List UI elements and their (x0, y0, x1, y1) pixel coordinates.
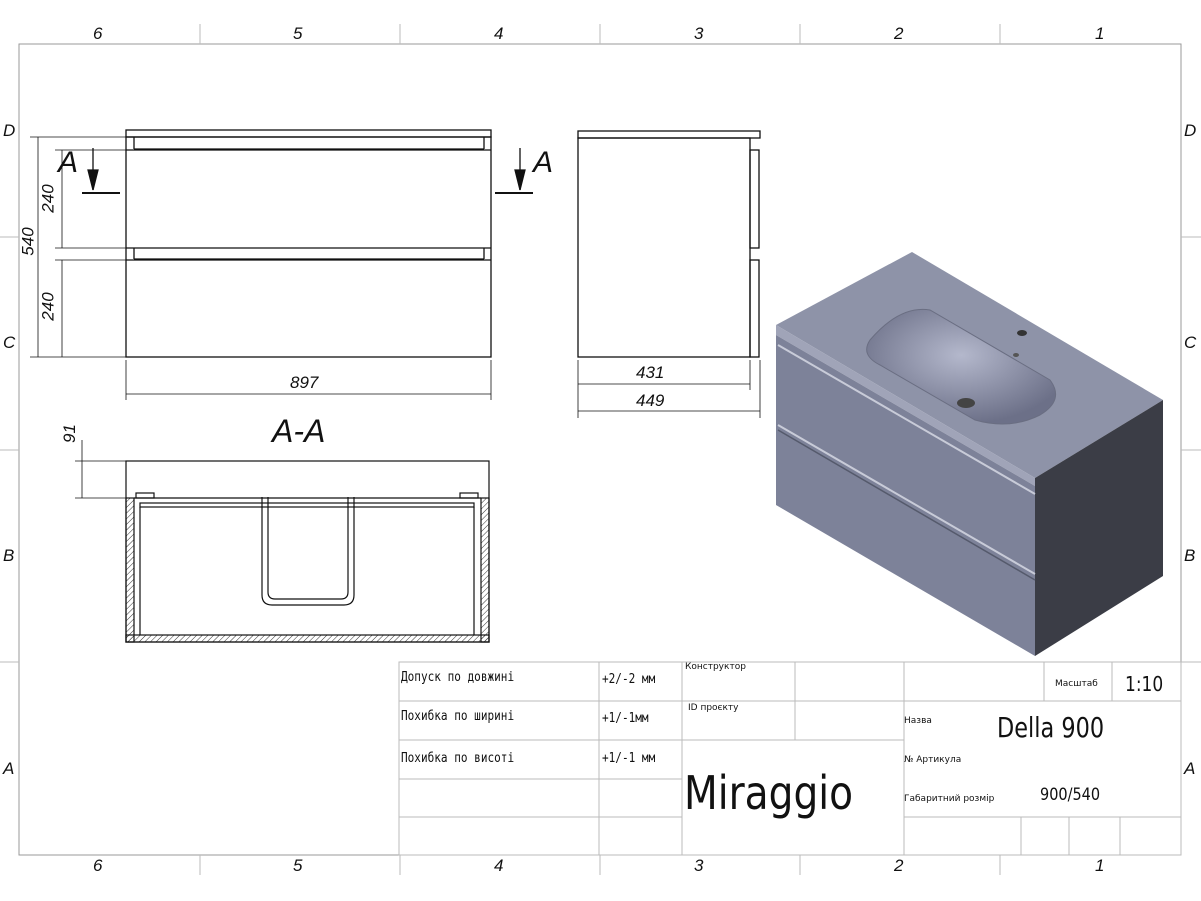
tolerance-width-value: +1/-1мм (602, 711, 649, 726)
dim-width: 897 (290, 373, 319, 392)
tolerance-height-label: Похибка по висоті (401, 751, 515, 766)
scale-label: Масштаб (1055, 679, 1098, 689)
tolerance-height-value: +1/-1 мм (602, 751, 656, 766)
size-value: 900/540 (1040, 785, 1101, 805)
dim-depth-inner: 431 (636, 363, 665, 382)
side-view (577, 130, 761, 418)
row-label: D (1184, 121, 1197, 140)
tolerance-length-value: +2/-2 мм (602, 672, 656, 687)
column-label: 1 (1095, 856, 1105, 875)
column-label: 3 (694, 856, 704, 875)
title-block-grid (398, 661, 1182, 856)
section-view (75, 440, 490, 643)
size-label: Габаритний розмір (904, 794, 995, 804)
brand-logo: Miraggio (684, 766, 854, 820)
column-label: 3 (694, 24, 704, 43)
dim-drawer-bottom: 240 (38, 292, 58, 321)
name-label: Назва (904, 716, 932, 726)
dim-height-total: 540 (18, 227, 38, 256)
column-label: 4 (494, 24, 504, 43)
section-marker-left: A (58, 146, 79, 179)
column-label: 4 (494, 856, 504, 875)
dim-drawer-top: 240 (38, 184, 58, 213)
row-label: C (1184, 333, 1197, 352)
row-label: A (1184, 759, 1196, 778)
row-label: B (3, 546, 15, 565)
column-label: 5 (293, 856, 303, 875)
section-title: A-A (272, 413, 326, 449)
column-label: 6 (93, 24, 103, 43)
column-label: 1 (1095, 24, 1105, 43)
row-label: A (3, 759, 15, 778)
name-value: Della 900 (997, 711, 1105, 744)
scale-value: 1:10 (1125, 672, 1164, 696)
column-label: 5 (293, 24, 303, 43)
row-label: C (3, 333, 16, 352)
tolerance-length-label: Допуск по довжині (401, 670, 515, 685)
dim-section-depth: 91 (59, 424, 79, 443)
tolerance-width-label: Похибка по ширині (401, 709, 515, 724)
column-label: 6 (93, 856, 103, 875)
row-label: B (1184, 546, 1196, 565)
section-marker-right: A (533, 146, 554, 179)
row-label: D (3, 121, 16, 140)
project-id-label: ID проєкту (688, 703, 739, 713)
isometric-render (776, 252, 1163, 656)
column-label: 2 (894, 856, 904, 875)
column-label: 2 (894, 24, 904, 43)
dim-depth-total: 449 (636, 391, 665, 410)
designer-label: Конструктор (685, 662, 746, 672)
front-view (30, 129, 533, 400)
article-label: № Артикула (904, 755, 962, 765)
